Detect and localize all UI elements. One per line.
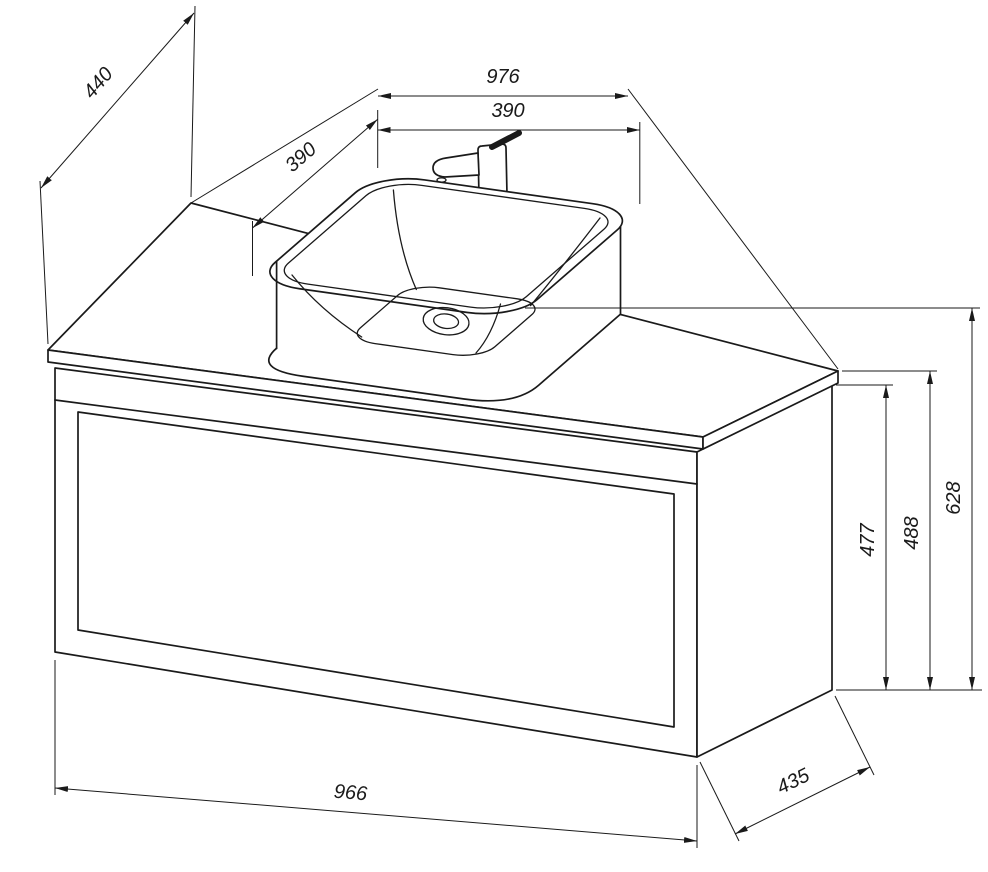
dimension-line — [40, 12, 195, 189]
extension-line — [699, 761, 740, 842]
drain-outer-ring — [422, 306, 470, 336]
extension-line — [627, 88, 839, 370]
dimension-countertop-width: 976 — [190, 66, 839, 370]
dimension-label-cabinet-body-height: 477 — [857, 522, 879, 556]
dimension-line — [734, 766, 871, 835]
dimension-label-countertop-depth: 440 — [79, 63, 117, 103]
dimension-height-with-countertop: 488 — [842, 370, 937, 690]
extension-line — [834, 695, 875, 776]
dimension-cabinet-width: 966 — [54, 660, 698, 848]
dimension-label-cabinet-depth: 435 — [773, 764, 813, 799]
drain-inner-ring — [433, 313, 460, 330]
bowl-corner-curve-back-left — [392, 189, 417, 291]
extension-line — [190, 88, 379, 204]
dimension-label-height-with-countertop: 488 — [901, 516, 923, 549]
dimension-line — [54, 786, 698, 843]
vanity-cabinet — [54, 367, 833, 758]
dimension-label-countertop-width: 976 — [486, 66, 520, 88]
dimension-basin-width: 390 — [377, 100, 641, 204]
bowl-corner-curve-back-right — [529, 217, 601, 307]
bowl-corner-curve-front-right — [475, 303, 502, 354]
dimension-cabinet-body-height: 477 — [836, 384, 893, 690]
drawer-gap-seam — [54, 399, 698, 485]
faucet-handle — [489, 130, 522, 150]
bowl-bottom — [347, 284, 546, 359]
vessel-basin — [252, 173, 640, 407]
basin-base-outline — [253, 277, 621, 406]
dimension-label-cabinet-width: 966 — [333, 781, 369, 806]
faucet-spout — [432, 152, 480, 178]
drain — [422, 306, 470, 336]
countertop-right-edge — [702, 370, 839, 450]
extension-line — [39, 180, 49, 345]
dimension-label-total-height: 628 — [943, 481, 965, 514]
dimension-total-height: 628 — [525, 307, 982, 691]
drawer-front-panel — [77, 411, 675, 728]
dimension-label-basin-width: 390 — [491, 100, 524, 122]
extension-line — [190, 5, 196, 198]
basin-wall-fill-front — [252, 282, 515, 407]
dimension-line — [252, 118, 379, 229]
bowl-corner-curve-front-left — [291, 274, 363, 338]
